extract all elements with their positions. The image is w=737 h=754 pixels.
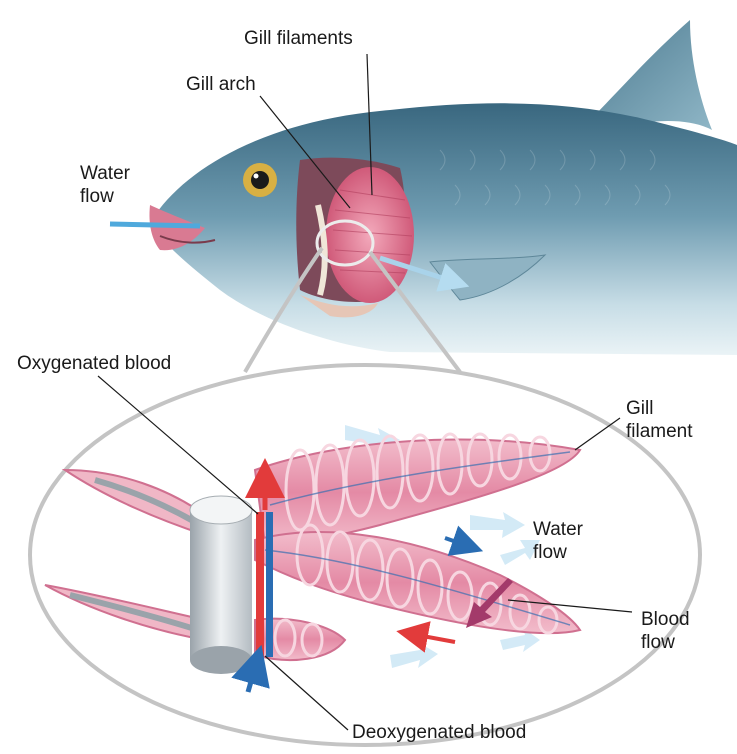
label-water-flow-inset-line2: flow — [533, 541, 583, 564]
oxygenated-vessel — [256, 512, 264, 657]
gill-arch-cylinder — [190, 510, 252, 660]
label-water-flow-top-line2: flow — [80, 185, 130, 208]
label-blood-flow-line2: flow — [641, 631, 690, 654]
label-water-flow-top: Water flow — [80, 162, 130, 208]
fish-body — [155, 103, 737, 355]
label-gill-filaments: Gill filaments — [244, 27, 353, 50]
label-gill-filament-line1: Gill — [626, 397, 693, 420]
inset-detail — [30, 365, 700, 745]
label-water-flow-inset: Water flow — [533, 518, 583, 564]
water-flow-arrow-in — [110, 224, 200, 226]
label-water-flow-inset-line1: Water — [533, 518, 583, 541]
label-gill-filament-line2: filament — [626, 420, 693, 443]
label-blood-flow: Blood flow — [641, 608, 690, 654]
label-deoxygenated-blood: Deoxygenated blood — [352, 721, 526, 744]
label-blood-flow-line1: Blood — [641, 608, 690, 631]
label-oxygenated-blood: Oxygenated blood — [17, 352, 171, 375]
deoxygenated-vessel — [266, 512, 273, 657]
label-gill-arch: Gill arch — [186, 73, 256, 96]
label-water-flow-top-line1: Water — [80, 162, 130, 185]
fish-illustration — [110, 20, 737, 355]
label-gill-filament: Gill filament — [626, 397, 693, 443]
